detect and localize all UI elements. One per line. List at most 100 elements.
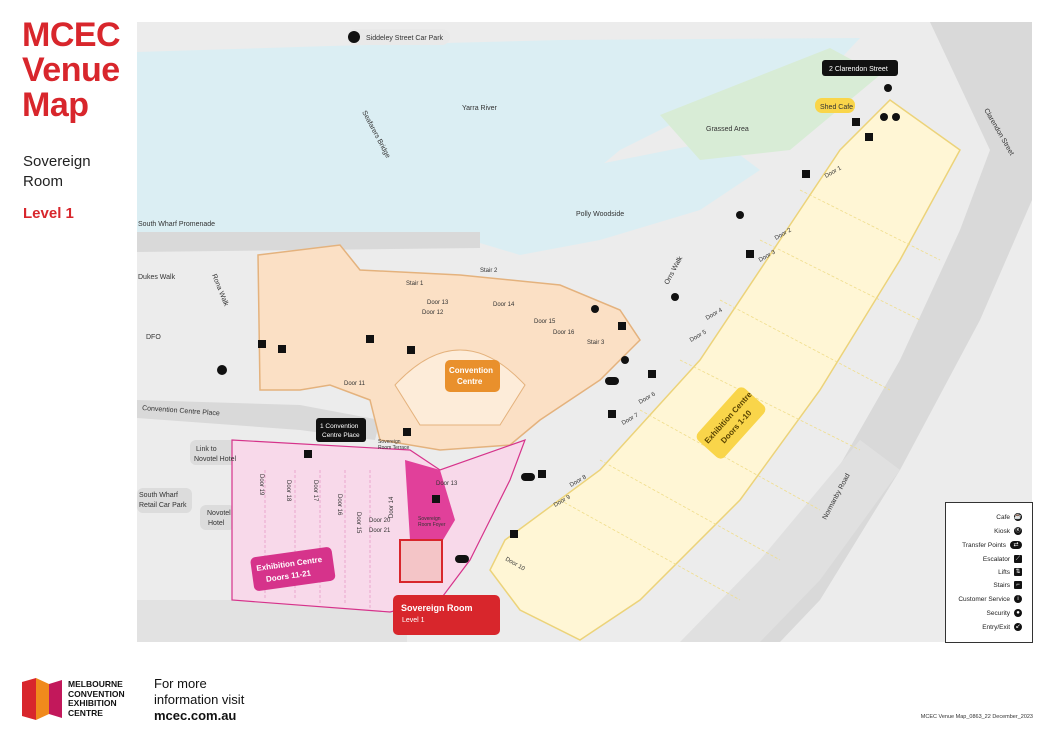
stairs-icon — [865, 133, 873, 141]
cafe-icon: ☕ — [1014, 513, 1022, 521]
more-info: For more information visit mcec.com.au — [154, 676, 245, 723]
ccplace-box-line1: 1 Convention — [320, 423, 359, 430]
security-icon — [591, 305, 599, 313]
carpark-icon — [348, 31, 360, 43]
legend-item-stairs: Stairs⌐ — [993, 581, 1022, 589]
canal-water — [470, 140, 760, 255]
river-label: Yarra River — [462, 105, 498, 112]
map-reference: MCEC Venue Map_0863_22 December_2023 — [920, 714, 1033, 720]
clarendon2-label-box — [822, 60, 898, 76]
lift-icon — [366, 335, 374, 343]
lift-icon — [538, 470, 546, 478]
west-door-19: Door 19 — [258, 474, 264, 496]
conv-door-11: Door 11 — [344, 381, 366, 387]
novotel-link-line1: Link to — [196, 446, 217, 453]
entry-exit-icon — [621, 356, 629, 364]
exhibition-hall-dividers — [559, 189, 941, 601]
exhibition-centre-1-10 — [489, 99, 961, 641]
grassed-label: Grassed Area — [706, 126, 749, 133]
stairs-icon — [746, 250, 754, 258]
website-link[interactable]: mcec.com.au — [154, 708, 237, 723]
transfer-icon: ⇄ — [1010, 541, 1022, 549]
info-icon: i — [1014, 595, 1022, 603]
transfer-icon — [455, 555, 469, 563]
swcp-line2: Retail Car Park — [139, 502, 187, 509]
novotel-block — [200, 505, 235, 530]
novotel-link-block — [190, 440, 240, 465]
cafe-icon — [892, 113, 900, 121]
west-door-18: Door 18 — [285, 480, 291, 502]
foyer-label-line2: Room Foyer — [418, 522, 446, 528]
lift-icon — [802, 170, 810, 178]
lift-icon — [403, 428, 411, 436]
west-door-17: Door 17 — [312, 480, 318, 502]
room-line-2: Room — [23, 173, 64, 190]
west-door-14: Door 14 — [389, 496, 395, 518]
room-name: Sovereign Room — [23, 152, 91, 192]
clarendon2-label: 2 Clarendon Street — [829, 66, 888, 73]
dukes-label: Dukes Walk — [138, 274, 176, 281]
west-door-13: Door 13 — [436, 481, 458, 487]
mcec-logo-icon — [22, 678, 62, 720]
sovereign-room[interactable] — [399, 539, 443, 583]
dfo-label: DFO — [146, 334, 161, 341]
normanby-road — [680, 440, 900, 642]
sovereign-label-line1: Sovereign Room — [401, 603, 473, 613]
convention-label-line1: Convention — [449, 366, 493, 375]
escalator-icon — [432, 495, 440, 503]
title-line-2: Venue — [22, 51, 120, 89]
swcp-block — [137, 488, 192, 513]
convention-label-box — [445, 360, 500, 392]
escalator-icon: ⟋ — [1014, 555, 1022, 563]
stairs-icon — [510, 530, 518, 538]
carpark-label-box — [347, 29, 450, 45]
swcp-line1: South Wharf — [139, 492, 178, 499]
promenade-road — [137, 232, 480, 252]
lift-icon — [618, 322, 626, 330]
title-line-3: Map — [22, 86, 89, 124]
clarendon-road — [720, 22, 1032, 642]
stair-1-label: Stair 1 — [406, 281, 424, 287]
convention-label-line2: Centre — [457, 377, 483, 386]
stairs-icon — [407, 346, 415, 354]
title-line-1: MCEC — [22, 16, 121, 54]
lift-icon — [258, 340, 266, 348]
novotel-line1: Novotel — [207, 510, 231, 517]
sovereign-label-line2: Level 1 — [402, 617, 425, 624]
yarra-river-water — [137, 38, 860, 245]
conv-door-13: Door 13 — [427, 300, 449, 306]
terrace-label-line2: Room Terrace — [378, 445, 410, 451]
entry-exit-icon — [884, 84, 892, 92]
west-door-15: Door 15 — [355, 512, 361, 534]
polly-label: Polly Woodside — [576, 211, 624, 218]
convention-centre-building — [257, 244, 641, 451]
legend-item-security: Security● — [987, 609, 1022, 617]
entry-exit-icon — [671, 293, 679, 301]
conv-door-14: Door 14 — [493, 302, 515, 308]
legend-item-escalator: Escalator⟋ — [982, 555, 1022, 563]
west-door-20: Door 20 — [369, 518, 391, 524]
page-title: MCEC Venue Map — [22, 16, 121, 124]
stairs-icon — [608, 410, 616, 418]
stairs-icon: ⌐ — [1014, 581, 1022, 589]
shed-cafe-label: Shed Cafe — [820, 104, 853, 111]
legend-item-entry-exit: Entry/Exit↙ — [982, 623, 1022, 631]
room-line-1: Sovereign — [23, 153, 91, 170]
security-icon: ● — [1014, 609, 1022, 617]
novotel-link-line2: Novotel Hotel — [194, 456, 236, 463]
ex110-label-group — [696, 387, 766, 459]
conv-door-12: Door 12 — [422, 310, 444, 316]
conv-door-15: Door 15 — [534, 319, 556, 325]
transfer-icon — [521, 473, 535, 481]
sovereign-label-box — [393, 595, 500, 635]
west-door-16: Door 16 — [336, 494, 342, 516]
info-icon — [880, 113, 888, 121]
foyer-label-line1: Sovereign — [418, 516, 441, 522]
conv-door-16: Door 16 — [553, 330, 575, 336]
novotel-line2: Hotel — [208, 520, 225, 527]
legend-item-lifts: Lifts⇅ — [998, 568, 1022, 576]
ex1121-label-group — [250, 547, 336, 591]
info-icon — [217, 365, 227, 375]
